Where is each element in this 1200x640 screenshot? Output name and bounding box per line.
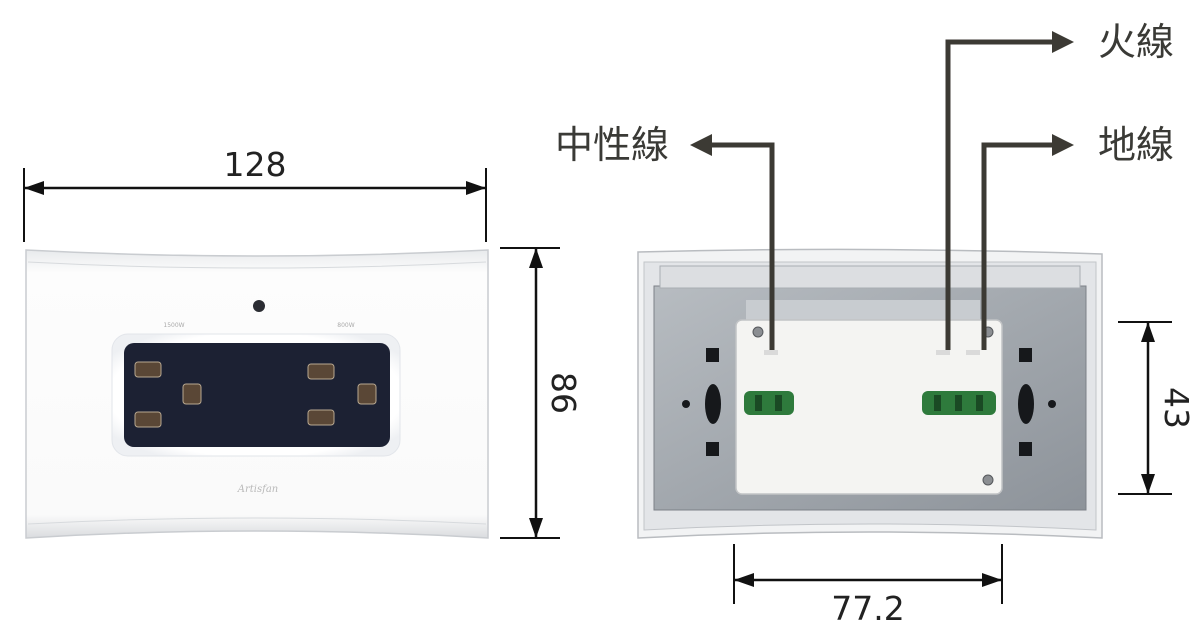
front-height-dimension: 86 <box>500 247 583 539</box>
left-socket <box>134 361 202 428</box>
ground-wire-label: 地線 <box>1098 123 1174 167</box>
live-wire-label: 火線 <box>1098 20 1174 64</box>
back-spacing-dimension: 77.2 <box>733 544 1003 628</box>
front-width-label: 128 <box>224 145 287 184</box>
right-rating-label: 800W <box>337 322 354 329</box>
frame-holes <box>682 348 1056 456</box>
left-terminal <box>744 391 794 415</box>
right-terminal <box>922 391 996 415</box>
front-view: 128 86 1500W 800W <box>23 145 583 539</box>
socket-panel <box>124 343 390 447</box>
neutral-wire-label: 中性線 <box>555 123 669 167</box>
right-socket <box>307 363 377 426</box>
front-plate: 1500W 800W Artisfan <box>25 249 489 539</box>
left-rating-label: 1500W <box>163 322 184 329</box>
brand-logo: Artisfan <box>237 484 278 495</box>
neutral-wire-arrow: 中性線 <box>555 123 775 350</box>
live-wire-arrow: 火線 <box>945 20 1174 350</box>
back-height-dimension: 43 <box>1118 321 1196 495</box>
terminal-block <box>735 319 1003 495</box>
indicator-light <box>253 300 265 312</box>
back-height-label: 43 <box>1157 387 1196 429</box>
front-height-label: 86 <box>544 372 583 414</box>
front-width-dimension: 128 <box>23 145 487 242</box>
ground-wire-arrow: 地線 <box>981 123 1174 350</box>
back-spacing-label: 77.2 <box>831 589 904 628</box>
back-view: 43 77.2 中性線 火線 地線 <box>555 20 1196 628</box>
